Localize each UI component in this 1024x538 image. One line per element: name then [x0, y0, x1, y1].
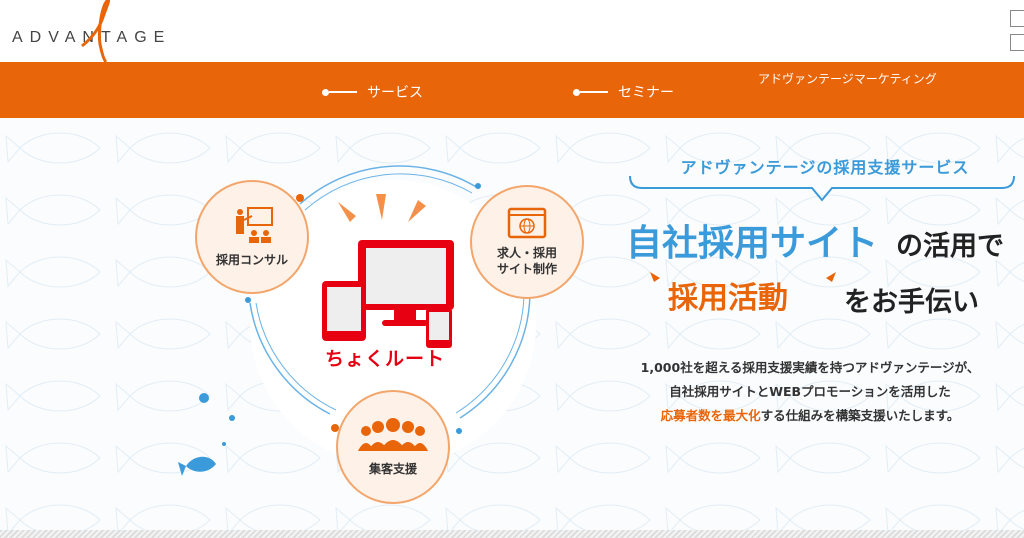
- logo-text: ADVANTAGE: [12, 29, 172, 46]
- node-label: 集客支援: [368, 461, 417, 476]
- nav-item-marketing[interactable]: アドヴァンテージマーケティング: [758, 70, 937, 87]
- speech-bracket: [629, 175, 1015, 202]
- description-rest: する仕組みを構築支援いたします。: [760, 408, 960, 423]
- headline-rest-1: の活用で: [896, 231, 1004, 262]
- catch-copy: アドヴァンテージの採用支援サービス: [680, 158, 970, 177]
- global-nav: サービス セミナー アドヴァンテージマーケティング: [0, 62, 1024, 118]
- nav-label: アドヴァンテージマーケティング: [758, 72, 937, 86]
- node-attraction-support[interactable]: 集客支援: [336, 390, 450, 504]
- site-header: ADVANTAGE: [0, 0, 1024, 64]
- description-line-3: 応募者数を最大化する仕組みを構築支援いたします。: [600, 408, 1020, 423]
- chokuroute-logo: ちょくルート: [325, 348, 446, 370]
- header-button-1[interactable]: [1010, 10, 1024, 27]
- description-line-2: 自社採用サイトとWEBプロモーションを活用した: [669, 384, 951, 399]
- node-label: 採用コンサル: [215, 252, 288, 267]
- hero-section: 採用コンサル 求人・採用 サイト制作 集客支援 ちょくルート アドヴァンテージの…: [0, 118, 1024, 530]
- blue-fish-icon: [178, 456, 216, 476]
- globe-browser-icon: [507, 207, 547, 239]
- bottom-divider: [0, 530, 1024, 538]
- description-line-1: 1,000社を超える採用支援実績を持つアドヴァンテージが、: [640, 360, 980, 375]
- node-label: サイト制作: [496, 262, 557, 276]
- bullet-icon: [322, 88, 329, 96]
- nav-item-seminar[interactable]: セミナー: [573, 82, 674, 102]
- nav-label: サービス: [367, 85, 423, 101]
- people-group-icon: [358, 417, 428, 451]
- headline-accent-2: 採用活動: [668, 281, 788, 316]
- node-recruit-consulting[interactable]: 採用コンサル: [195, 180, 309, 294]
- logo[interactable]: ADVANTAGE: [10, 0, 210, 64]
- emphasis-marks: [650, 272, 836, 282]
- logo-swoosh: [81, 0, 110, 64]
- node-site-production[interactable]: 求人・採用 サイト制作: [470, 185, 584, 299]
- description-accent: 応募者数を最大化: [660, 408, 761, 423]
- headline-accent-1: 自社採用サイト: [626, 223, 879, 264]
- header-button-2[interactable]: [1010, 34, 1024, 51]
- fish-pattern-background: [0, 118, 1024, 530]
- devices-illustration: [322, 194, 454, 348]
- node-label: 求人・採用: [496, 245, 557, 260]
- nav-item-services[interactable]: サービス: [322, 82, 423, 102]
- presentation-icon: [236, 206, 273, 243]
- nav-label: セミナー: [618, 85, 674, 101]
- headline-rest-2: をお手伝い: [844, 287, 979, 318]
- bullet-icon: [573, 88, 580, 96]
